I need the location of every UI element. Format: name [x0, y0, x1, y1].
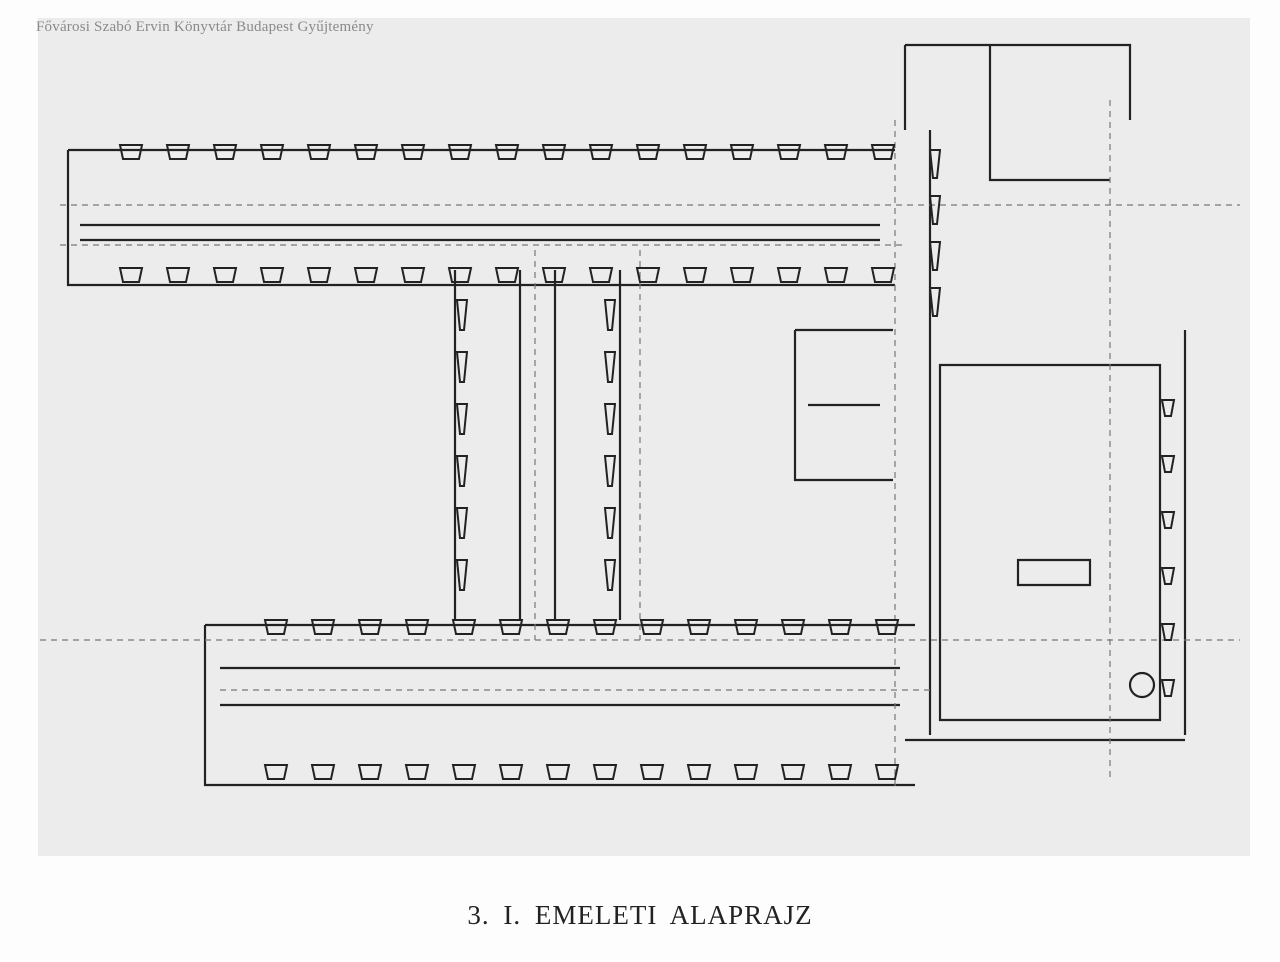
window-pier: [212, 144, 238, 160]
window-pier: [310, 619, 336, 635]
window-pier: [455, 403, 469, 435]
window-pier: [447, 267, 473, 283]
window-pier: [682, 144, 708, 160]
window-pier: [686, 764, 712, 780]
window-pier: [541, 144, 567, 160]
window-pier: [827, 764, 853, 780]
window-pier: [870, 144, 896, 160]
window-pier: [639, 764, 665, 780]
window-pier: [118, 144, 144, 160]
window-pier: [603, 403, 617, 435]
window-pier: [263, 619, 289, 635]
window-pier: [686, 619, 712, 635]
window-pier: [353, 144, 379, 160]
window-pier: [447, 144, 473, 160]
window-pier: [263, 764, 289, 780]
window-pier: [827, 619, 853, 635]
window-pier: [118, 267, 144, 283]
window-pier: [451, 619, 477, 635]
window-pier: [928, 241, 942, 271]
window-pier: [404, 764, 430, 780]
window-pier: [874, 619, 900, 635]
window-pier: [1160, 455, 1176, 473]
window-pier: [592, 764, 618, 780]
window-pier: [928, 195, 942, 225]
window-pier: [928, 287, 942, 317]
inner-wing: [793, 328, 893, 482]
window-pier: [310, 764, 336, 780]
right-block: [903, 43, 1187, 742]
window-pier: [306, 144, 332, 160]
middle-wing-right: [553, 270, 622, 620]
window-pier: [353, 267, 379, 283]
window-pier: [1160, 511, 1176, 529]
watermark: Fővárosi Szabó Ervin Könyvtár Budapest G…: [36, 19, 374, 35]
window-pier: [165, 267, 191, 283]
window-pier: [455, 455, 469, 487]
scanned-plan-sheet: [38, 18, 1250, 856]
window-pier: [823, 267, 849, 283]
window-pier: [212, 267, 238, 283]
window-pier: [780, 764, 806, 780]
window-pier: [635, 267, 661, 283]
window-pier: [165, 144, 191, 160]
window-pier: [400, 144, 426, 160]
bottom-wing: [203, 623, 915, 787]
window-pier: [404, 619, 430, 635]
window-pier: [400, 267, 426, 283]
plan-caption: 3. I. EMELETI ALAPRAJZ: [467, 900, 813, 930]
window-pier: [870, 267, 896, 283]
window-pier: [592, 619, 618, 635]
window-pier: [1160, 623, 1176, 641]
window-pier: [776, 144, 802, 160]
window-pier: [603, 455, 617, 487]
window-pier: [874, 764, 900, 780]
window-pier: [357, 764, 383, 780]
window-pier: [780, 619, 806, 635]
window-pier: [928, 149, 942, 179]
window-pier: [259, 267, 285, 283]
window-pier: [455, 559, 469, 591]
dashed-lines: [40, 100, 1240, 790]
window-pier: [733, 619, 759, 635]
window-pier: [541, 267, 567, 283]
window-pier: [603, 559, 617, 591]
window-pier: [588, 267, 614, 283]
stair-circle: [1128, 671, 1156, 699]
window-pier: [455, 351, 469, 383]
window-pier: [259, 144, 285, 160]
window-pier: [635, 144, 661, 160]
window-pier: [451, 764, 477, 780]
window-pier: [729, 267, 755, 283]
window-pier: [306, 267, 332, 283]
window-pier: [494, 144, 520, 160]
window-pier: [823, 144, 849, 160]
window-pier: [494, 267, 520, 283]
window-pier: [639, 619, 665, 635]
window-piers: [118, 144, 1176, 780]
middle-wing-left: [453, 270, 522, 620]
building-walls: [66, 43, 1187, 787]
window-pier: [1160, 679, 1176, 697]
window-pier: [733, 764, 759, 780]
window-pier: [588, 144, 614, 160]
window-pier: [729, 144, 755, 160]
window-pier: [455, 299, 469, 331]
window-pier: [455, 507, 469, 539]
window-pier: [1160, 567, 1176, 585]
top-wing: [66, 148, 895, 287]
window-pier: [603, 507, 617, 539]
window-pier: [603, 351, 617, 383]
window-pier: [1160, 399, 1176, 417]
window-pier: [498, 619, 524, 635]
window-pier: [603, 299, 617, 331]
window-pier: [357, 619, 383, 635]
window-pier: [682, 267, 708, 283]
window-pier: [776, 267, 802, 283]
window-pier: [498, 764, 524, 780]
window-pier: [545, 764, 571, 780]
window-pier: [545, 619, 571, 635]
great-hall: [938, 363, 1162, 722]
